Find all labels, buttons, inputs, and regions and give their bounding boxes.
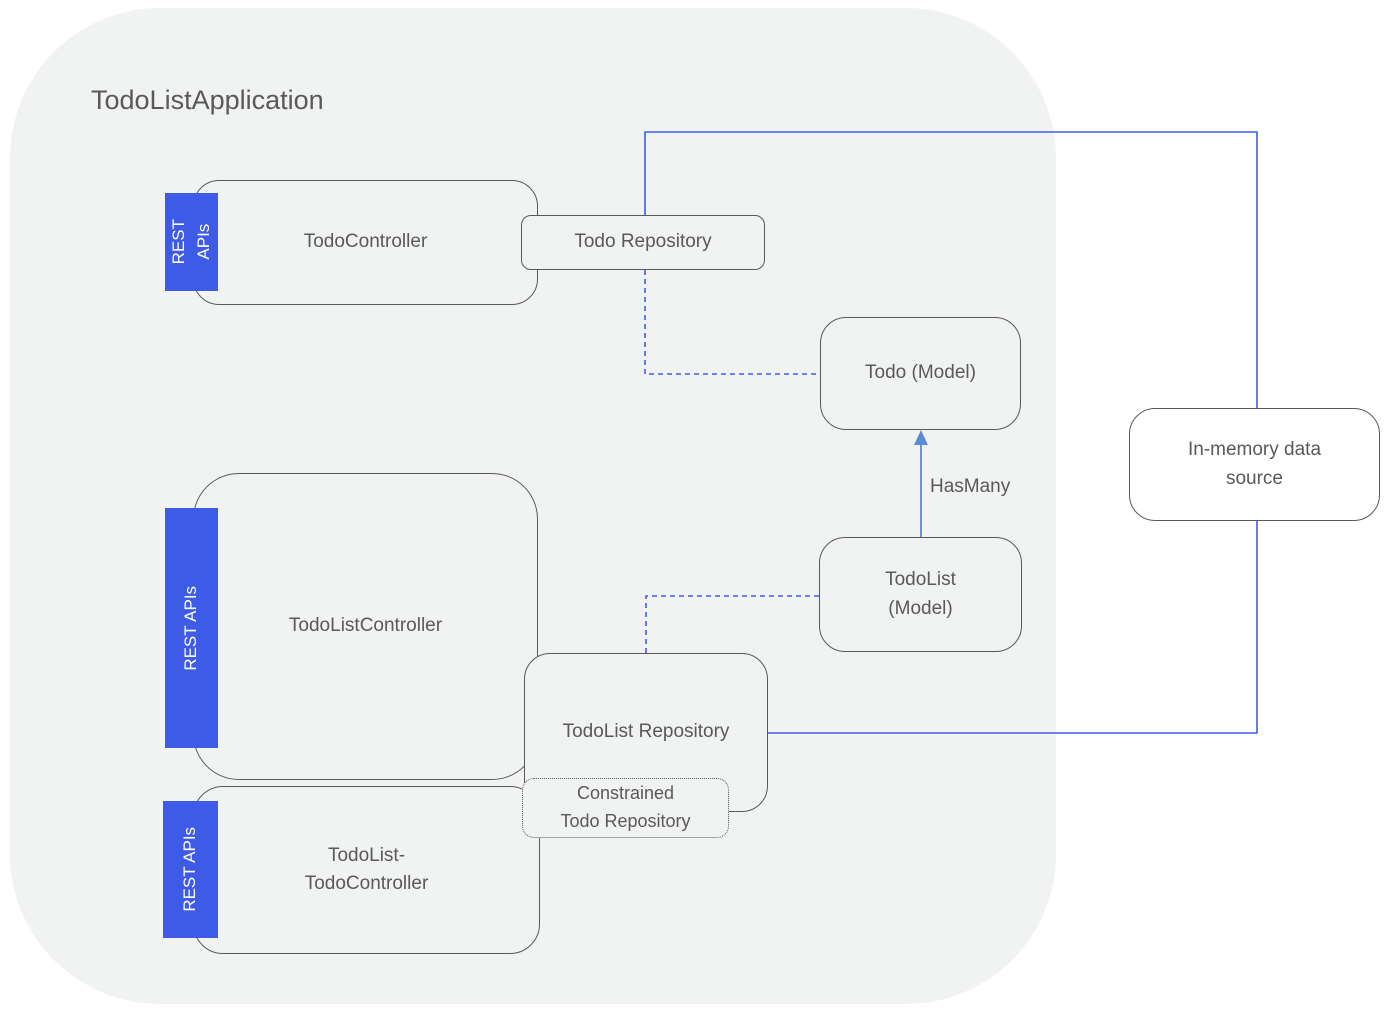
datasource-connector-line xyxy=(644,131,1258,734)
rest-apis-tag-todolist-todo-controller: REST APIs xyxy=(163,801,218,938)
todolist-repository-to-todolist-model-dashed-line xyxy=(645,595,819,653)
todolist-controller-label: TodoListController xyxy=(288,615,443,637)
rest-apis-tag-todo-controller: REST APIs xyxy=(165,193,218,291)
hasmany-edge-label: HasMany xyxy=(930,476,1011,497)
node-todolist-todo-controller: TodoList- TodoController xyxy=(193,786,540,954)
node-todo-model: Todo (Model) xyxy=(820,317,1021,430)
node-todolist-controller: TodoListController xyxy=(193,473,538,780)
node-in-memory-datasource: In-memory data source xyxy=(1129,408,1380,521)
rest-apis-tag-label: REST APIs xyxy=(181,585,201,671)
rest-apis-tag-label: REST APIs xyxy=(168,219,213,265)
todo-model-label: Todo (Model) xyxy=(865,362,976,384)
rest-apis-tag-label: REST APIs xyxy=(180,827,200,912)
constrained-todo-repository-label: Constrained Todo Repository xyxy=(560,783,691,831)
node-todo-repository: Todo Repository xyxy=(521,215,765,270)
diagram-title: TodoListApplication xyxy=(91,85,324,115)
todolist-model-label: TodoList (Model) xyxy=(885,569,956,619)
node-constrained-todo-repository: Constrained Todo Repository xyxy=(522,778,729,838)
todolist-repository-label: TodoList Repository xyxy=(562,721,730,743)
hasmany-arrowhead-icon xyxy=(914,430,928,445)
node-todolist-model: TodoList (Model) xyxy=(819,537,1022,652)
todo-controller-label: TodoController xyxy=(303,231,428,253)
todo-repository-label: Todo Repository xyxy=(574,231,712,253)
todolist-todo-controller-label: TodoList- TodoController xyxy=(304,844,429,895)
todo-repository-to-todo-model-dashed-line xyxy=(644,270,820,375)
in-memory-datasource-label: In-memory data source xyxy=(1187,439,1322,489)
rest-apis-tag-todolist-controller: REST APIs xyxy=(165,508,218,748)
node-todo-controller: TodoController xyxy=(193,180,538,305)
